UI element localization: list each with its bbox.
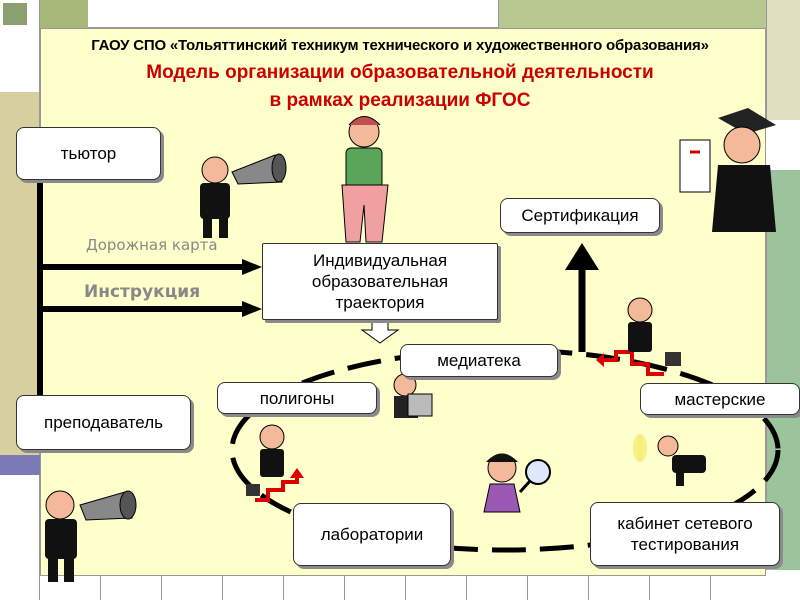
hollow-down-arrow [360, 319, 400, 344]
steps-left-head [290, 468, 304, 478]
climber-right-icon [627, 297, 681, 366]
node-trajectory: Индивидуальная образовательная траектори… [262, 243, 498, 320]
slide-title-line1: Модель организации образовательной деяте… [146, 62, 654, 83]
steps-left [255, 476, 299, 502]
node-tutor: тьютор [16, 127, 161, 180]
node-certification: Сертификация [500, 198, 660, 233]
magnifier-figure-icon [483, 453, 551, 513]
climber-left-icon [246, 424, 285, 496]
node-testing-office: кабинет сетевого тестирования [590, 502, 780, 566]
institution-title: ГАОУ СПО «Тольяттинский техникум техниче… [91, 37, 709, 54]
bg-block-top-right [766, 0, 800, 120]
bg-bottom-lines [40, 576, 766, 600]
graduate-figure-icon [679, 108, 776, 232]
certification-arrowhead [565, 243, 599, 270]
tutor-figure-icon [200, 153, 287, 238]
instruction-label: Инструкция [84, 282, 201, 302]
bg-block-left-bottom [0, 475, 40, 600]
bg-block-top-left-small [3, 3, 27, 25]
node-laboratories: лаборатории [293, 503, 451, 566]
teacher-figure-icon [45, 490, 137, 582]
node-media-library: медиатека [400, 344, 558, 377]
slide-title-line2: в рамках реализации ФГОС [269, 90, 531, 111]
node-polygons: полигоны [217, 382, 377, 414]
steps-right [604, 350, 664, 376]
bg-block-top-white [88, 0, 498, 28]
steps-right-head [596, 353, 604, 367]
roadmap-arrowhead [242, 259, 262, 275]
student-figure-icon [341, 116, 389, 243]
instruction-arrowhead [242, 301, 262, 317]
node-teacher: преподаватель [16, 395, 191, 450]
reader-figure-icon [393, 373, 433, 418]
node-workshops: мастерские [640, 383, 800, 415]
bg-block-left-stripe [0, 455, 40, 475]
searcher-figure-icon [633, 434, 706, 486]
roadmap-label: Дорожная карта [86, 236, 218, 254]
